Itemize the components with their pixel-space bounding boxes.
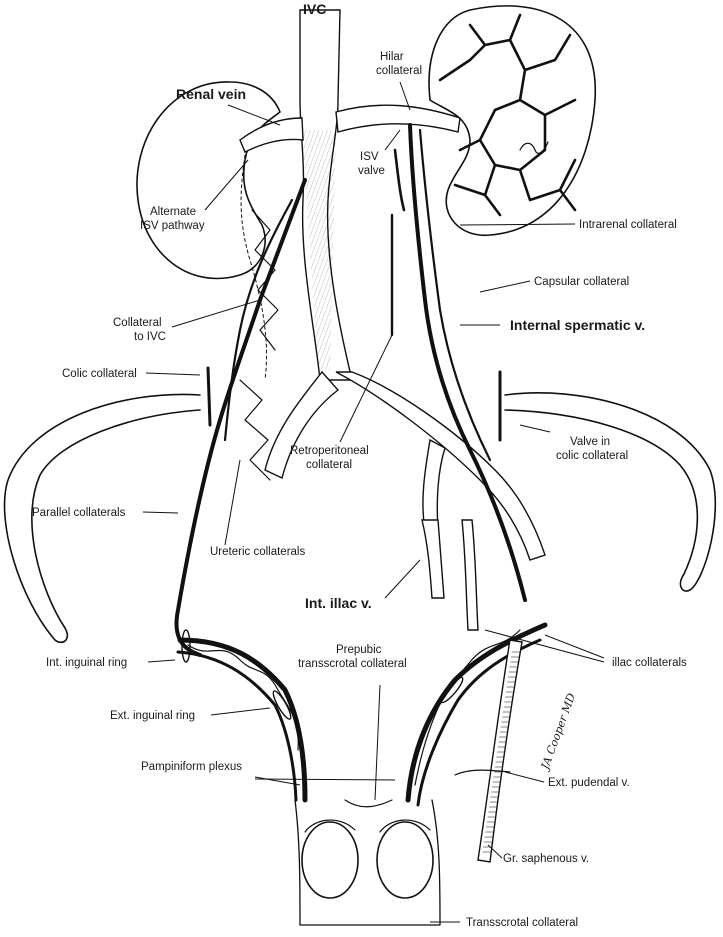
label-ext-pudendal-v: Ext. pudendal v. <box>548 777 630 789</box>
label-line: Hilar <box>380 51 404 63</box>
label-colic-collateral: Colic collateral <box>62 368 137 380</box>
label-int-illac-v: Int. illac v. <box>305 595 372 611</box>
artist-signature: JA Cooper MD <box>538 691 578 773</box>
label-transscrotal-collateral: Transscrotal collateral <box>466 917 578 929</box>
scrotum <box>294 799 441 926</box>
label-line: Prepubic <box>336 644 382 656</box>
label-collateral-to-ivc: Collateral to IVC <box>113 317 166 343</box>
left-colic-vein <box>206 366 212 427</box>
common-iliac-veins <box>264 370 546 561</box>
ivc <box>299 9 353 381</box>
label-prepubic-transscrotal-collateral: Prepubic transscrotal collateral <box>298 644 407 670</box>
label-gr-saphenous-v: Gr. saphenous v. <box>503 853 589 865</box>
label-internal-spermatic-v: Internal spermatic v. <box>510 317 645 333</box>
label-parallel-collaterals: Parallel collaterals <box>32 507 126 519</box>
label-line: to IVC <box>134 331 166 343</box>
label-line: Collateral <box>113 317 162 329</box>
label-pampiniform-plexus: Pampiniform plexus <box>141 761 242 773</box>
label-capsular-collateral: Capsular collateral <box>534 276 629 288</box>
label-retroperitoneal-collateral: Retroperitoneal collateral <box>290 445 372 471</box>
label-line: collateral <box>306 459 352 471</box>
label-line: Alternate <box>150 206 196 218</box>
diagram-labels: IVC Renal vein Hilar collateral ISV valv… <box>32 1 687 929</box>
iliac-bones <box>3 392 717 644</box>
label-line: valve <box>358 165 385 177</box>
label-line: colic collateral <box>556 450 628 462</box>
internal-iliac-vein <box>421 519 479 631</box>
label-int-inguinal-ring: Int. inguinal ring <box>46 657 127 669</box>
great-saphenous-vein <box>477 639 523 863</box>
label-intrarenal-collateral: Intrarenal collateral <box>579 219 677 231</box>
right-spermatic-cord <box>405 622 548 807</box>
left-internal-spermatic-vein <box>174 154 307 657</box>
left-spermatic-cord <box>176 629 308 803</box>
label-line: ISV <box>360 151 379 163</box>
label-ureteric-collaterals: Ureteric collaterals <box>210 546 305 558</box>
label-renal-vein: Renal vein <box>176 86 246 102</box>
left-kidney <box>136 81 281 280</box>
right-testis <box>376 819 434 899</box>
label-hilar-collateral: Hilar collateral <box>376 51 422 77</box>
right-kidney <box>428 5 596 236</box>
renal-veins <box>239 104 461 153</box>
external-pudendal-vein <box>454 769 511 776</box>
label-line: ISV pathway <box>140 220 205 232</box>
label-alternate-isv-pathway: Alternate ISV pathway <box>140 206 205 232</box>
label-ivc: IVC <box>303 1 326 17</box>
label-line: transscrotal collateral <box>298 658 407 670</box>
label-line: Retroperitoneal <box>290 445 369 457</box>
label-line: Valve in <box>570 436 610 448</box>
right-internal-spermatic-vein <box>393 123 527 602</box>
left-testis <box>301 819 359 899</box>
label-isv-valve: ISV valve <box>358 151 385 177</box>
label-line: collateral <box>376 65 422 77</box>
label-valve-in-colic-collateral: Valve in colic collateral <box>556 436 628 462</box>
label-illac-collaterals: illac collaterals <box>612 657 687 669</box>
label-ext-inguinal-ring: Ext. inguinal ring <box>110 710 195 722</box>
leader-lines <box>142 81 605 923</box>
